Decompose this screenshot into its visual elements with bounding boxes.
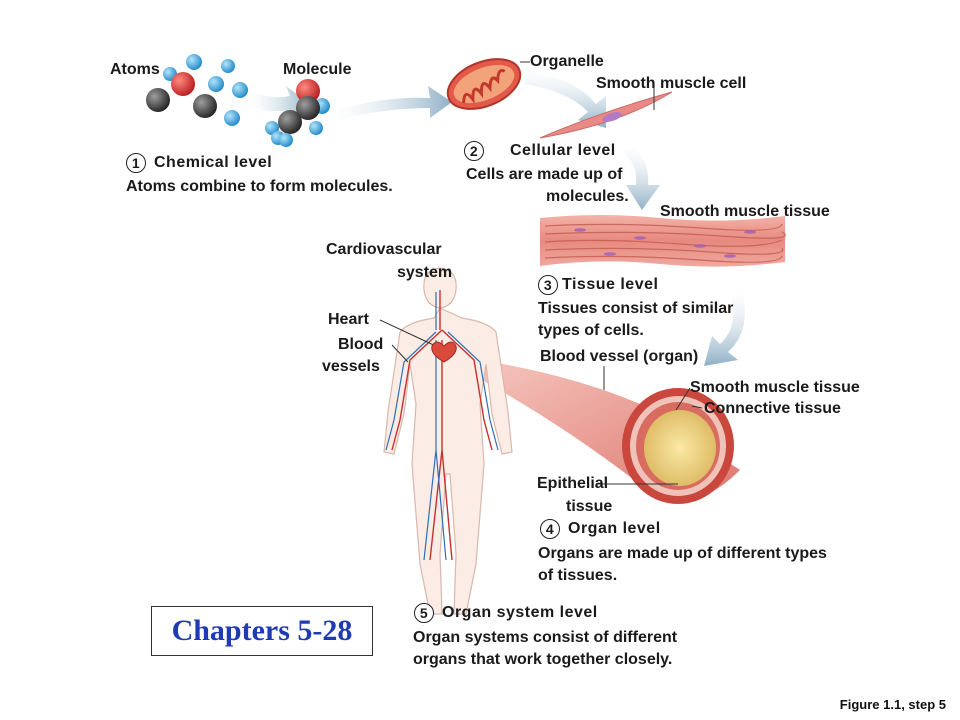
organ-level-heading: 4 Organ level — [540, 519, 661, 539]
tissue-level-heading: 3 Tissue level — [538, 275, 658, 295]
level-number-badge: 5 — [414, 603, 434, 623]
muscle-tissue-icon — [540, 215, 786, 267]
arrow-tissue-to-organ — [704, 290, 745, 366]
chemical-level-description: Atoms combine to form molecules. — [126, 178, 393, 195]
cellular-level-description-line1: Cells are made up of — [466, 166, 623, 183]
level-title: Cellular level — [510, 142, 616, 159]
blood-vessel-icon — [452, 356, 740, 504]
atom-icon — [146, 54, 248, 126]
organ-system-level-description-line2: organs that work together closely. — [413, 651, 673, 668]
heart-icon — [431, 341, 457, 363]
arrow-cell-to-tissue — [622, 146, 660, 210]
smooth-muscle-tissue-organ-label: Smooth muscle tissue — [690, 379, 860, 396]
organelle-label: Organelle — [530, 53, 604, 70]
mitochondrion-icon — [446, 58, 530, 110]
molecule-icon — [265, 79, 330, 147]
smooth-muscle-cell-label: Smooth muscle cell — [596, 75, 747, 92]
blood-vessels-label-line2: vessels — [322, 358, 380, 375]
level-number-badge: 3 — [538, 275, 558, 295]
cellular-level-heading: 2 Cellular level — [464, 141, 616, 161]
organ-system-level-heading: 5 Organ system level — [414, 603, 598, 623]
cardiovascular-label-line2: system — [397, 264, 453, 281]
human-body-icon — [379, 267, 513, 615]
level-title: Organ level — [568, 520, 661, 537]
blood-vessels-label-line1: Blood — [338, 336, 384, 353]
chapters-callout-box: Chapters 5-28 — [151, 606, 373, 656]
arrow-molecule-to-organelle — [330, 86, 452, 122]
chemical-level-heading: 1 Chemical level — [126, 153, 272, 173]
molecule-label: Molecule — [283, 61, 352, 78]
atoms-label: Atoms — [110, 61, 160, 78]
level-number-badge: 2 — [464, 141, 484, 161]
tissue-level-description-line1: Tissues consist of similar — [538, 300, 734, 317]
epithelial-label-line1: Epithelial — [537, 475, 609, 492]
organ-level-description-line2: of tissues. — [538, 567, 618, 584]
epithelial-label-line2: tissue — [566, 498, 613, 515]
level-number-badge: 4 — [540, 519, 560, 539]
blood-vessel-organ-label: Blood vessel (organ) — [540, 348, 699, 365]
connective-tissue-label: Connective tissue — [704, 400, 841, 417]
level-title: Organ system level — [442, 604, 598, 621]
smooth-muscle-tissue-label: Smooth muscle tissue — [660, 203, 830, 220]
level-title: Chemical level — [154, 154, 273, 171]
heart-label: Heart — [328, 311, 369, 328]
figure-caption: Figure 1.1, step 5 — [839, 697, 946, 712]
cellular-level-description-line2: molecules. — [546, 188, 629, 205]
organ-level-description-line1: Organs are made up of different types — [538, 545, 827, 562]
level-title: Tissue level — [562, 276, 659, 293]
organ-system-level-description-line1: Organ systems consist of different — [413, 629, 678, 646]
smooth-muscle-cell-icon — [539, 88, 673, 139]
level-number-badge: 1 — [126, 153, 146, 173]
cardiovascular-label-line1: Cardiovascular — [326, 241, 442, 258]
tissue-level-description-line2: types of cells. — [538, 322, 644, 339]
arrow-organelle-to-cell — [525, 70, 606, 128]
